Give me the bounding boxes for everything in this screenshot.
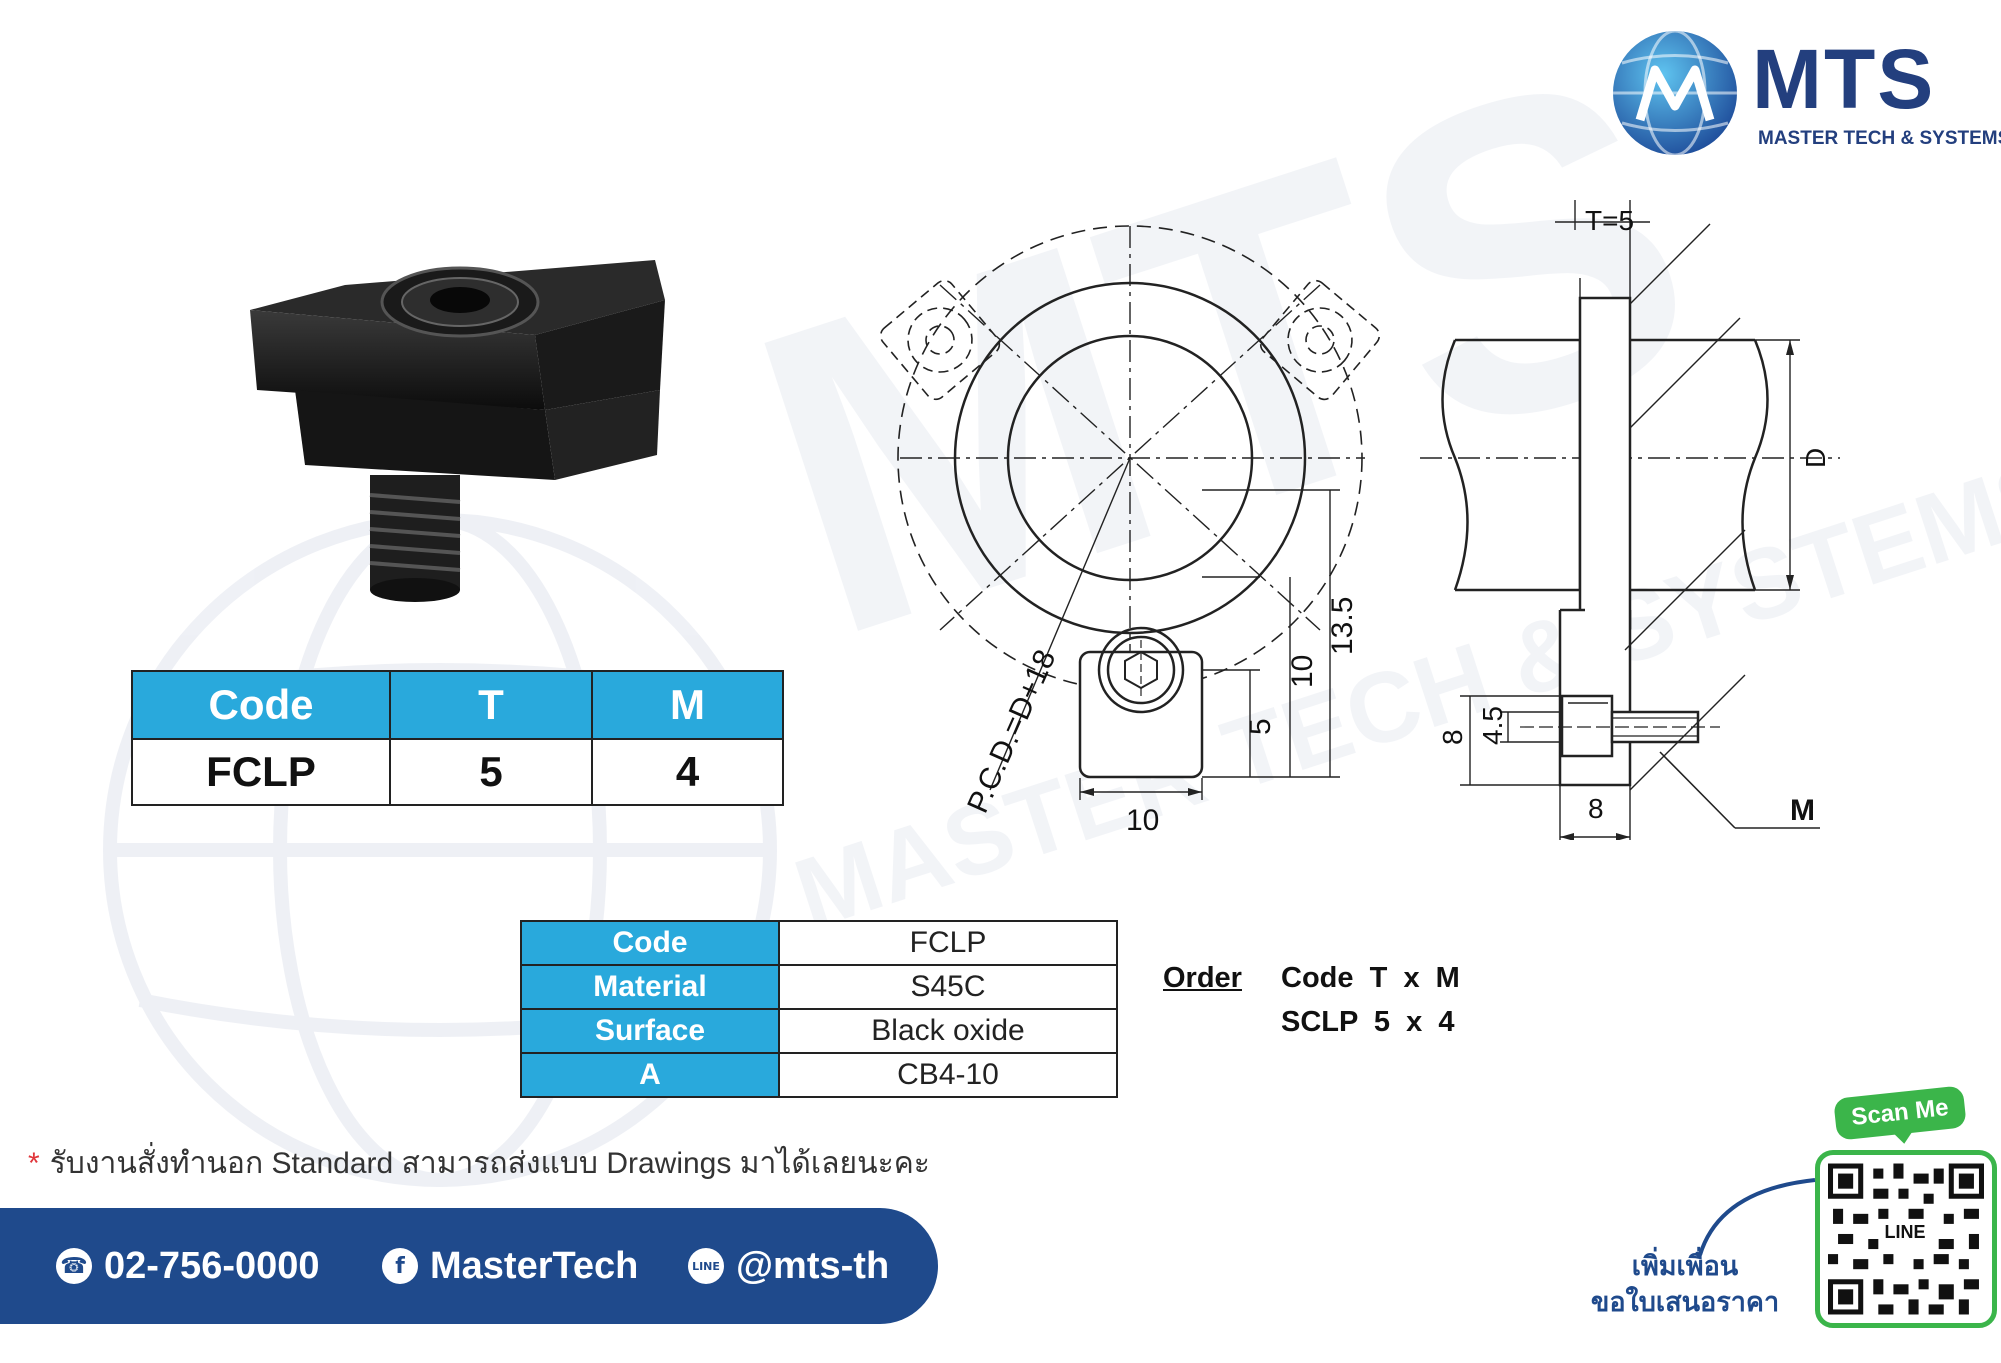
spec-row-code: Code FCLP: [520, 920, 1118, 966]
dim-13-5: 13.5: [1326, 597, 1359, 655]
dim-4-5: 4.5: [1477, 706, 1508, 745]
phone-icon: ☎: [56, 1248, 92, 1284]
spec-key: Surface: [520, 1008, 780, 1054]
spec-value: CB4-10: [778, 1052, 1118, 1098]
code-table: Code T M FCLP 5 4: [131, 670, 784, 806]
d-label: D: [1800, 448, 1831, 468]
asterisk-icon: *: [28, 1147, 40, 1180]
spec-value: FCLP: [778, 920, 1118, 966]
curved-arrow-icon: [1698, 1178, 1816, 1256]
spec-value: S45C: [778, 964, 1118, 1010]
line-qr-code[interactable]: [1815, 1150, 1997, 1328]
product-photo: [250, 260, 665, 602]
spec-row-a: A CB4-10: [520, 1052, 1118, 1098]
order-example: SCLP 5 x 4: [1281, 1006, 1455, 1038]
order-label: Order: [1163, 962, 1242, 994]
code-table-cell-t: 5: [389, 738, 593, 806]
technical-drawing: P.C.D.=D+18 10 5 10 13.5 T=5 D 8 4.5 8 M: [879, 200, 1840, 840]
caption-line-2: ขอใบเสนอราคา: [1590, 1287, 1780, 1317]
contact-bar: ☎ 02-756-0000 f MasterTech LINE @mts-th: [0, 1208, 938, 1324]
spec-key: Code: [520, 920, 780, 966]
code-table-header-t: T: [389, 670, 593, 740]
dim-8-vertical: 8: [1437, 729, 1468, 745]
qr-icon: [1828, 1163, 1984, 1315]
code-table-cell-m: 4: [591, 738, 784, 806]
t-label: T=5: [1585, 205, 1634, 236]
pcd-label: P.C.D.=D+18: [961, 645, 1062, 818]
m-label: M: [1790, 794, 1815, 827]
phone-number: 02-756-0000: [104, 1244, 320, 1287]
dim-8-bottom: 8: [1588, 793, 1604, 824]
qr-line-label: LINE: [1880, 1222, 1930, 1243]
facebook-name: MasterTech: [430, 1244, 639, 1287]
caption-line-1: เพิ่มเพื่อน: [1631, 1251, 1739, 1281]
spec-row-material: Material S45C: [520, 964, 1118, 1010]
flange: [1578, 296, 1632, 630]
contact-facebook[interactable]: f MasterTech: [382, 1244, 638, 1288]
code-table-header-code: Code: [131, 670, 391, 740]
dim-5: 5: [1244, 718, 1277, 735]
facebook-icon: f: [382, 1248, 418, 1284]
brand-name: MTS: [1752, 32, 1936, 126]
scan-me-badge: Scan Me: [1833, 1085, 1967, 1141]
add-friend-caption: เพิ่มเพื่อน ขอใบเสนอราคา: [1570, 1248, 1800, 1320]
custom-order-note: * รับงานสั่งทำนอก Standard สามารถส่งแบบ D…: [28, 1140, 930, 1187]
code-table-cell-code: FCLP: [131, 738, 391, 806]
spec-table: Code FCLP Material S45C Surface Black ox…: [520, 920, 1118, 1098]
globe-icon: [1613, 29, 1737, 157]
spec-row-surface: Surface Black oxide: [520, 1008, 1118, 1054]
brand-logo: MTS MASTER TECH & SYSTEMS: [1610, 28, 2001, 158]
order-format: Code T x M: [1281, 962, 1460, 994]
line-id: @mts-th: [736, 1244, 890, 1287]
dim-10: 10: [1286, 655, 1319, 688]
line-icon: LINE: [688, 1248, 724, 1284]
brand-tagline: MASTER TECH & SYSTEMS: [1758, 128, 2001, 149]
contact-line[interactable]: LINE @mts-th: [688, 1244, 889, 1288]
contact-phone[interactable]: ☎ 02-756-0000: [56, 1244, 320, 1288]
spec-key: A: [520, 1052, 780, 1098]
code-table-header-m: M: [591, 670, 784, 740]
spec-key: Material: [520, 964, 780, 1010]
note-text: รับงานสั่งทำนอก Standard สามารถส่งแบบ Dr…: [49, 1147, 930, 1180]
dim-width-10: 10: [1126, 804, 1159, 837]
spec-value: Black oxide: [778, 1008, 1118, 1054]
